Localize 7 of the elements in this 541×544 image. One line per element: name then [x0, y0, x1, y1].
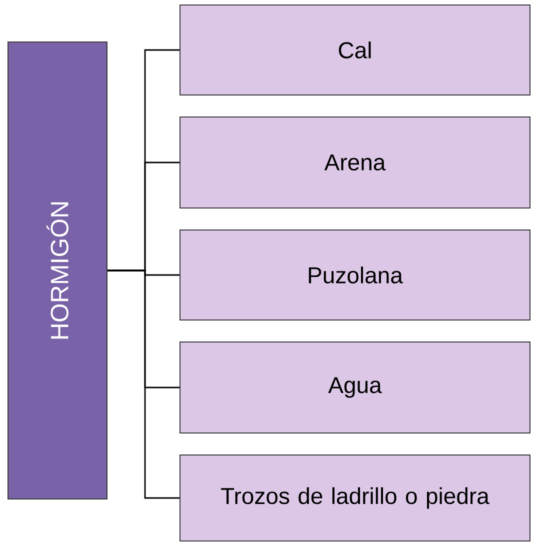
- component-box: Cal: [180, 4, 530, 96]
- connector-line: [108, 270, 180, 499]
- component-box: Puzolana: [180, 230, 530, 320]
- component-box: Agua: [180, 342, 530, 434]
- component-box: Trozos de ladrillo o piedra: [180, 454, 530, 542]
- category-box: HORMIGÓN: [8, 42, 108, 500]
- component-box: Arena: [180, 116, 530, 208]
